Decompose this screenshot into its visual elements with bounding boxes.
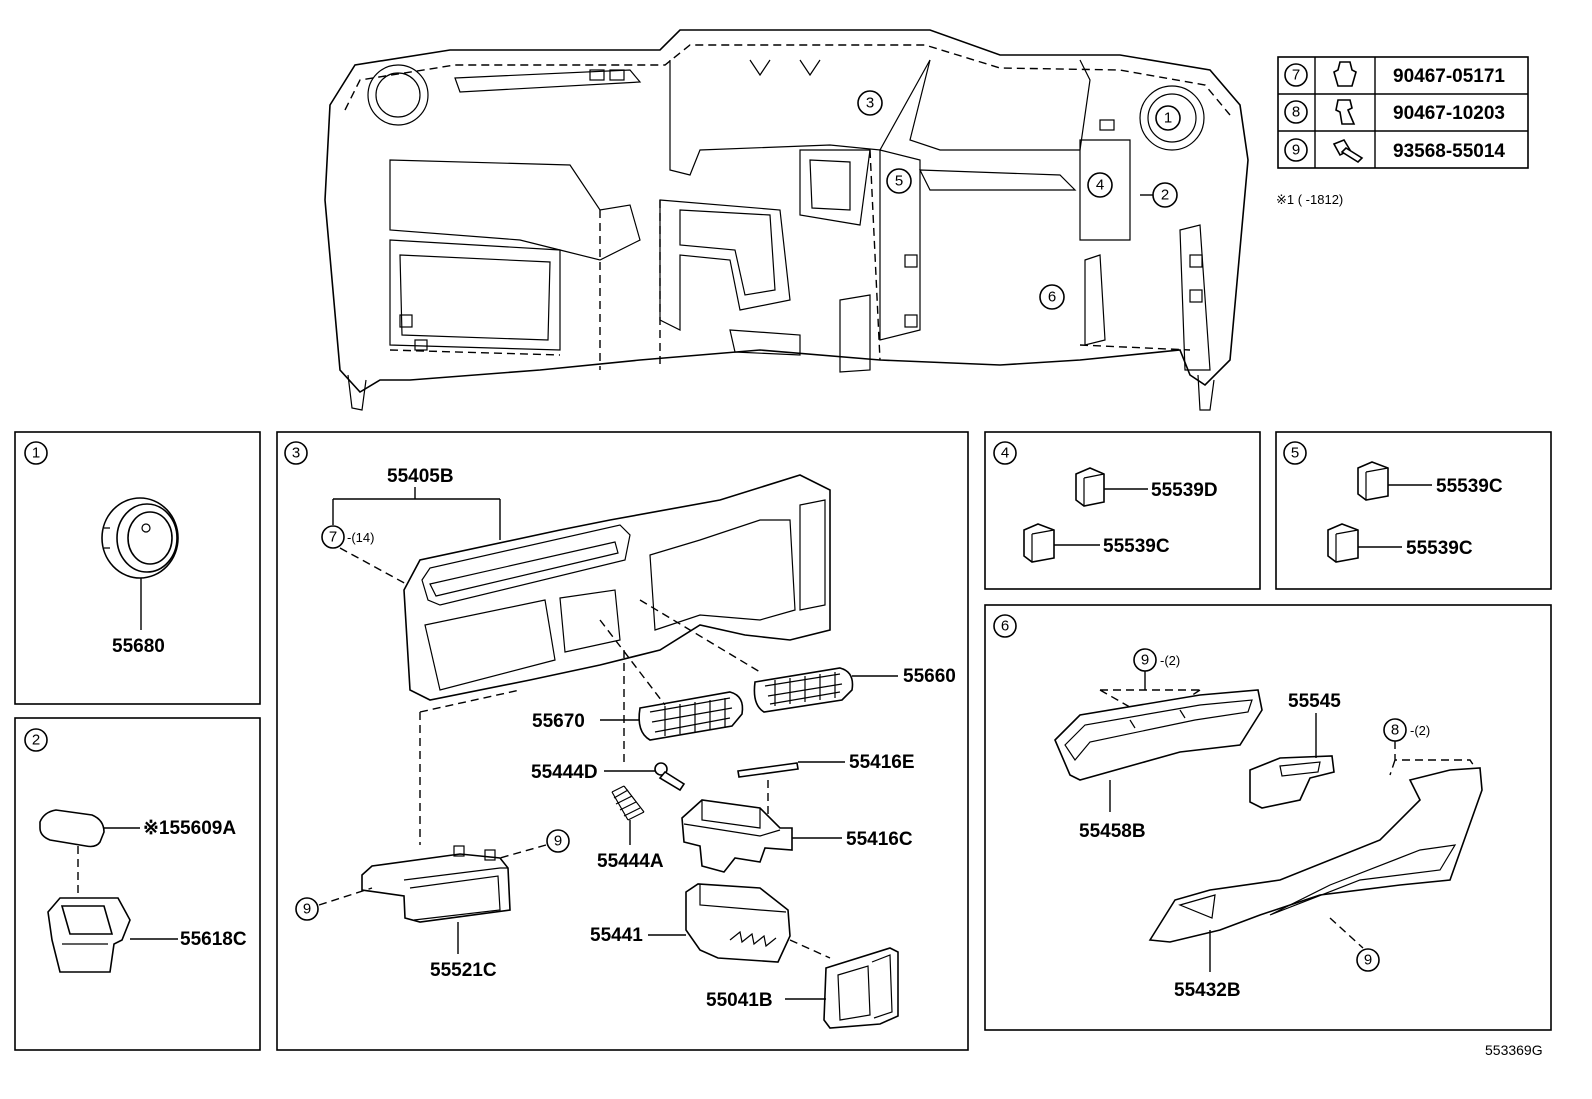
part-55444D[interactable]: 55444D	[531, 762, 598, 783]
part-55609A[interactable]: ※155609A	[143, 818, 236, 839]
part-55041B[interactable]: 55041B	[706, 990, 773, 1011]
glove-box-lower-55432B-icon[interactable]	[1148, 767, 1483, 943]
panel-2: 2 ※155609A 55618C	[24, 728, 247, 973]
part-55539C-a[interactable]: 55539C	[1103, 536, 1170, 557]
overview-callout-4[interactable]: 4	[1087, 172, 1113, 198]
panel-3-callout-7-qty: -(14)	[347, 530, 374, 545]
overview-callout-3[interactable]: 3	[857, 90, 883, 116]
panel-6: 6 9 -(2) 55458B 55545 8 -(2)	[993, 614, 1483, 1001]
panel-3: 3 55405B 7 -(14) 55660	[284, 441, 956, 1029]
mat-55609A-icon[interactable]	[39, 809, 105, 848]
panel-6-callout-8-qty: -(2)	[1410, 723, 1430, 738]
cluster-panel-55405B-icon[interactable]	[403, 474, 831, 701]
part-55539C-b[interactable]: 55539C	[1436, 476, 1503, 497]
screw-icon	[1332, 139, 1364, 164]
panel-5-frame	[1275, 431, 1552, 590]
part-55660[interactable]: 55660	[903, 666, 956, 687]
clip-icon	[1335, 99, 1356, 125]
overview-callout-2-label: 2	[1161, 187, 1169, 204]
part-55539D[interactable]: 55539D	[1151, 480, 1218, 501]
panel-3-ref: 3	[292, 445, 300, 462]
part-55539C-c[interactable]: 55539C	[1406, 538, 1473, 559]
footnote: ※1 ( -1812)	[1276, 192, 1343, 207]
part-55432B[interactable]: 55432B	[1174, 980, 1241, 1001]
panel-3-callout-9a: 9	[554, 833, 562, 850]
overview-callout-5-label: 5	[895, 173, 903, 190]
panel-1-ref: 1	[32, 445, 40, 462]
panel-2-ref: 2	[32, 732, 40, 749]
part-55416E[interactable]: 55416E	[849, 752, 915, 773]
fastener-part-no-7: 90467-05171	[1393, 66, 1505, 87]
part-55521C[interactable]: 55521C	[430, 960, 497, 981]
panel-1: 1 55680	[24, 441, 179, 657]
part-55618C[interactable]: 55618C	[180, 929, 247, 950]
dashboard-overview	[324, 29, 1249, 411]
part-55680[interactable]: 55680	[112, 636, 165, 657]
clip-55539C-icon[interactable]	[1357, 461, 1389, 501]
fastener-table: 7 90467-05171 8 90467-10203 9 93568-5501…	[1277, 56, 1529, 169]
fastener-part-no-9: 93568-55014	[1393, 141, 1505, 162]
vent-55670-icon[interactable]	[638, 691, 744, 741]
panel-6-ref: 6	[1001, 618, 1009, 635]
fastener-ref-7: 7	[1292, 67, 1300, 84]
clip-55539C-icon[interactable]	[1023, 523, 1055, 563]
overview-callout-1-label: 1	[1164, 110, 1172, 127]
panel-5-ref: 5	[1291, 445, 1299, 462]
overview-callout-1[interactable]: 1	[1155, 105, 1181, 131]
panel-4: 4 55539D 55539C	[993, 441, 1218, 563]
panel-6-callout-9a-qty: -(2)	[1160, 653, 1180, 668]
clip-55539D-icon[interactable]	[1075, 467, 1105, 507]
tray-55618C-icon[interactable]	[47, 897, 131, 973]
panel-6-frame	[984, 604, 1552, 1031]
part-55416C[interactable]: 55416C	[846, 829, 913, 850]
part-55444A[interactable]: 55444A	[597, 851, 664, 872]
panel-3-callout-9b: 9	[303, 901, 311, 918]
panel-6-callout-8: 8	[1391, 722, 1399, 739]
fastener-part-no-8: 90467-10203	[1393, 103, 1505, 124]
diagram-id: 553369G	[1485, 1042, 1543, 1058]
switch-55441-icon[interactable]	[685, 883, 791, 963]
fastener-ref-9: 9	[1292, 142, 1300, 159]
part-55458B[interactable]: 55458B	[1079, 821, 1146, 842]
vent-55680-icon[interactable]	[101, 497, 179, 579]
panel-1-frame	[14, 431, 261, 705]
switch-housing-55416C-icon[interactable]	[681, 799, 793, 873]
clip-55539C-icon[interactable]	[1327, 523, 1359, 563]
panel-4-ref: 4	[1001, 445, 1009, 462]
overview-callout-6-label: 6	[1048, 289, 1056, 306]
panel-2-frame	[14, 717, 261, 1051]
panel-3-callout-7: 7	[329, 529, 337, 546]
panel-5: 5 55539C 55539C	[1283, 441, 1503, 563]
panel-6-callout-9a: 9	[1141, 652, 1149, 669]
part-55670[interactable]: 55670	[532, 711, 585, 732]
overview-callout-5[interactable]: 5	[886, 168, 912, 194]
clip-icon	[1333, 61, 1357, 87]
overview-callout-3-label: 3	[866, 95, 874, 112]
strip-55416E-icon[interactable]	[737, 762, 799, 778]
overview-callout-4-label: 4	[1096, 177, 1104, 194]
glove-box-inner-55458B-icon[interactable]	[1054, 689, 1263, 781]
part-55405B[interactable]: 55405B	[387, 466, 454, 487]
panel-3-frame	[276, 431, 969, 1051]
part-55441[interactable]: 55441	[590, 925, 643, 946]
spring-55444A-icon[interactable]	[611, 785, 645, 821]
vent-55660-icon[interactable]	[753, 667, 854, 713]
part-55545[interactable]: 55545	[1288, 691, 1341, 712]
latch-55545-icon[interactable]	[1249, 755, 1335, 809]
panel-6-callout-9b: 9	[1364, 952, 1372, 969]
overview-callout-6[interactable]: 6	[1039, 284, 1065, 310]
pocket-55521C-icon[interactable]	[361, 845, 511, 923]
fastener-ref-8: 8	[1292, 104, 1300, 121]
knob-55444D-icon[interactable]	[654, 762, 686, 792]
panel-4-frame	[984, 431, 1261, 590]
cover-55041B-icon[interactable]	[823, 947, 899, 1029]
